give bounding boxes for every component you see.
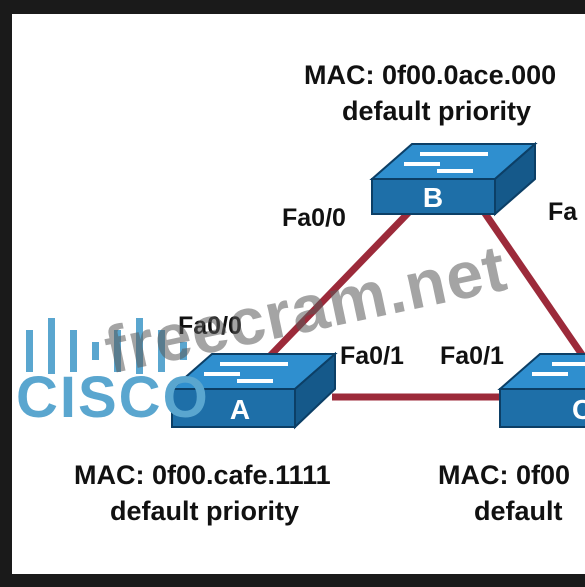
switch-b-icon: B <box>369 141 538 217</box>
diagram-canvas: B A C <box>12 14 585 574</box>
link-a-b <box>264 206 415 362</box>
switch-a-priority-label: default priority <box>110 496 300 526</box>
port-b-left-label: Fa0/0 <box>282 204 346 232</box>
switch-a-letter: A <box>230 394 250 425</box>
port-a-top-label: Fa0/0 <box>178 312 242 340</box>
switch-b-mac-label: MAC: 0f00.0ace.000 <box>304 60 557 90</box>
topology-graphic: B A C <box>26 141 585 430</box>
cisco-logo-text: CISCO <box>16 365 210 430</box>
port-a-right-label: Fa0/1 <box>340 342 404 370</box>
switch-a-icon: A <box>169 351 338 430</box>
port-b-right-label: Fa <box>548 198 578 226</box>
switch-b-priority-label: default priority <box>342 96 532 126</box>
cisco-logo-icon <box>26 318 187 374</box>
switch-a-mac-label: MAC: 0f00.cafe.1111 <box>74 460 331 490</box>
switch-c-priority-label: default <box>474 496 563 526</box>
link-b-c <box>479 207 585 361</box>
port-c-left-label: Fa0/1 <box>440 342 504 370</box>
switch-c-icon: C <box>497 353 585 428</box>
switch-c-mac-label: MAC: 0f00 <box>438 460 571 490</box>
switch-b-letter: B <box>423 182 443 213</box>
switch-c-letter: C <box>572 394 585 425</box>
